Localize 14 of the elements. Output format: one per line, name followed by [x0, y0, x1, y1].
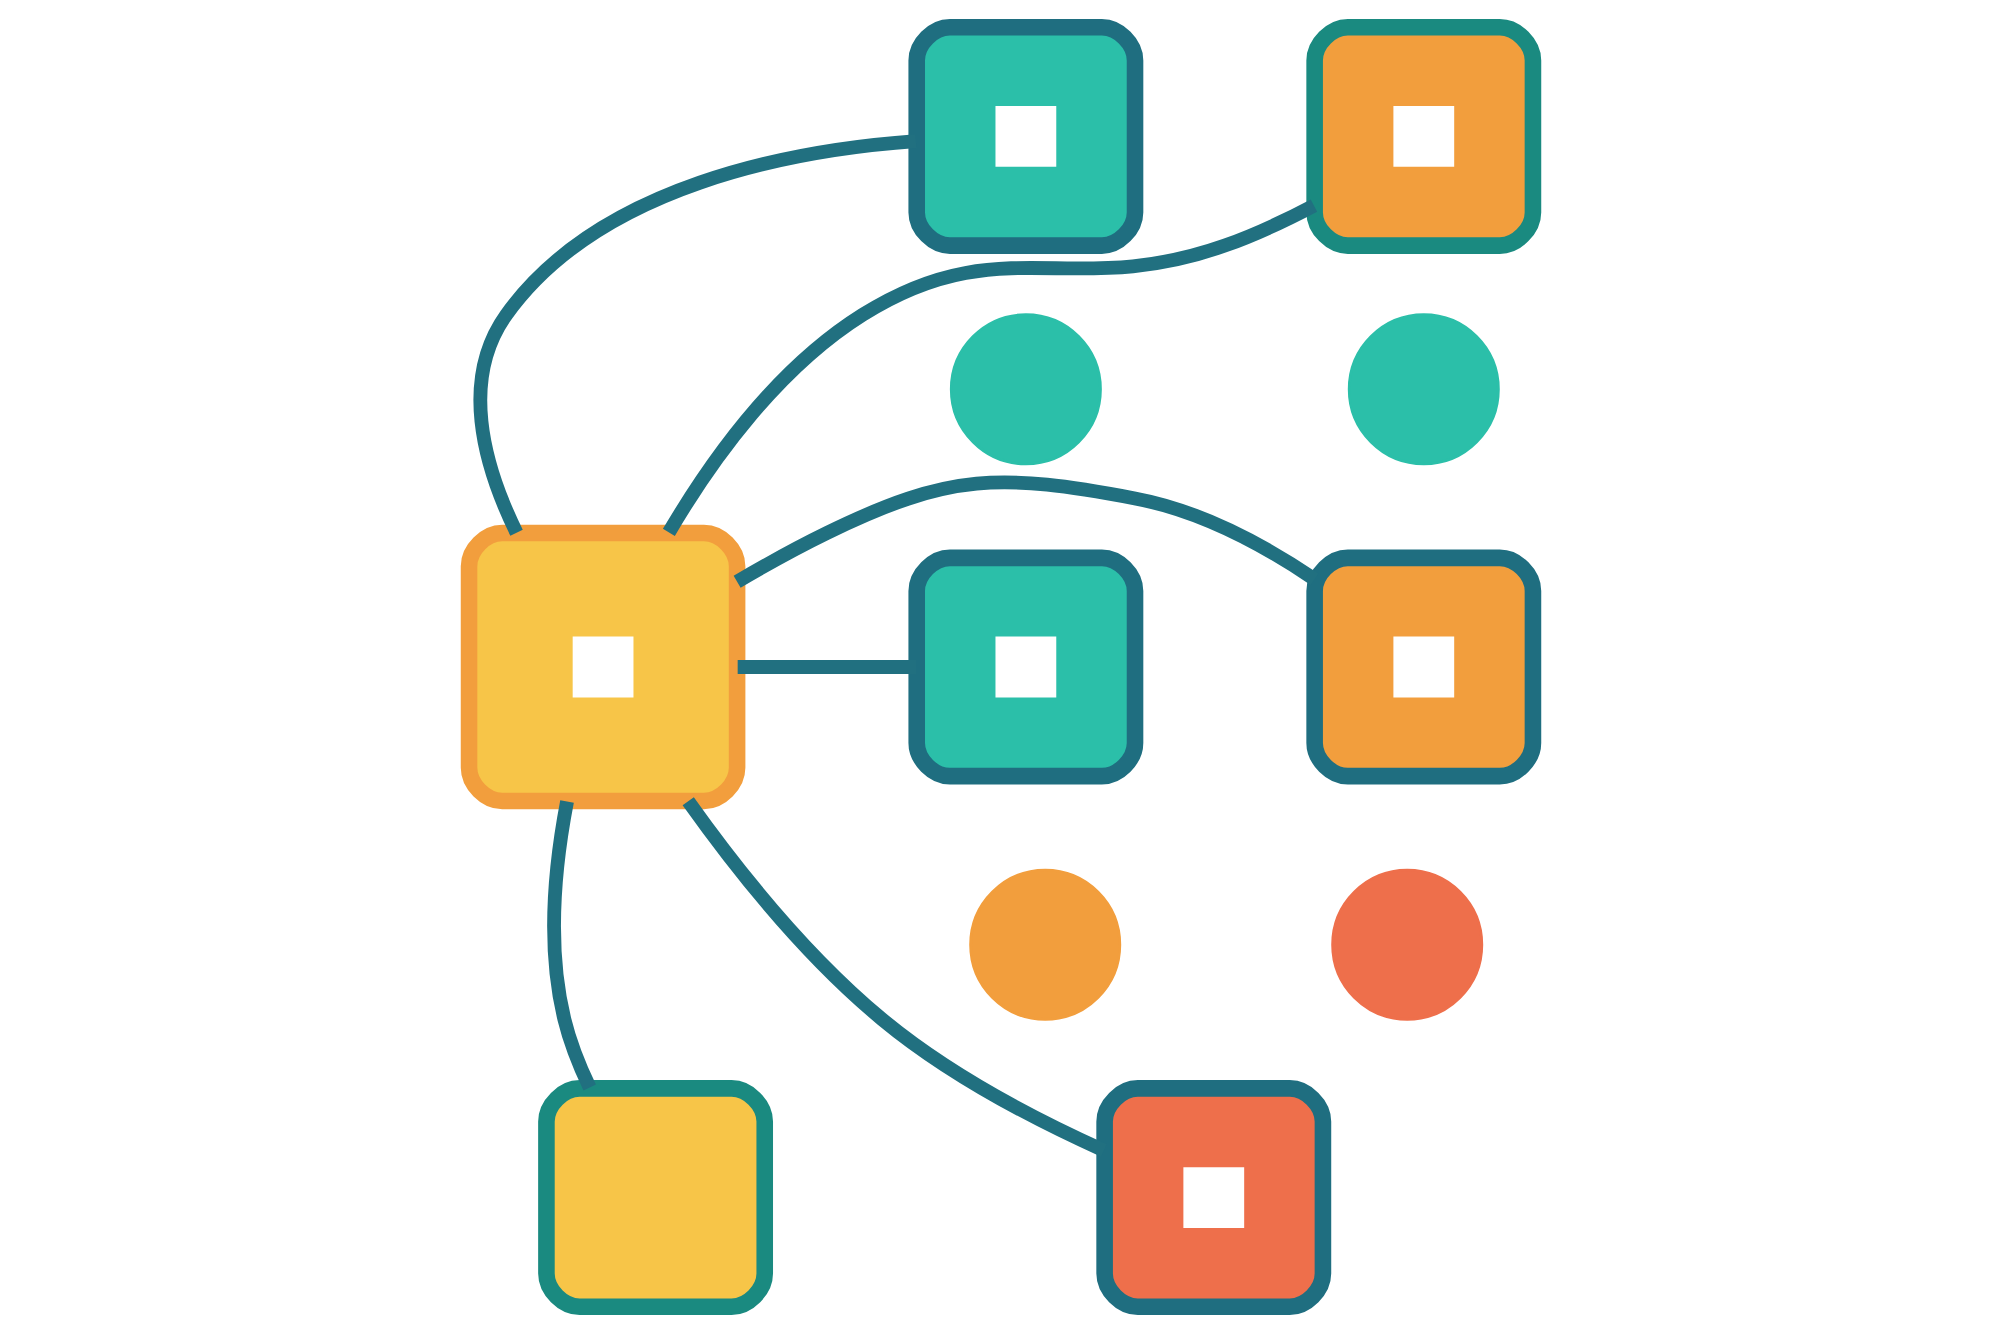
connector	[661, 199, 1317, 536]
node-circle	[968, 868, 1121, 1021]
node-box	[537, 1080, 772, 1315]
node-circle	[1346, 313, 1499, 466]
node-circle	[1330, 868, 1483, 1021]
node-box	[1095, 1080, 1331, 1315]
node-box	[1305, 19, 1541, 254]
node-box	[1305, 549, 1541, 785]
node-box	[907, 549, 1143, 785]
connector	[732, 475, 1318, 588]
node-box	[907, 19, 1143, 254]
node-box	[459, 524, 745, 810]
node-circle	[948, 313, 1101, 466]
connector	[546, 800, 595, 1091]
